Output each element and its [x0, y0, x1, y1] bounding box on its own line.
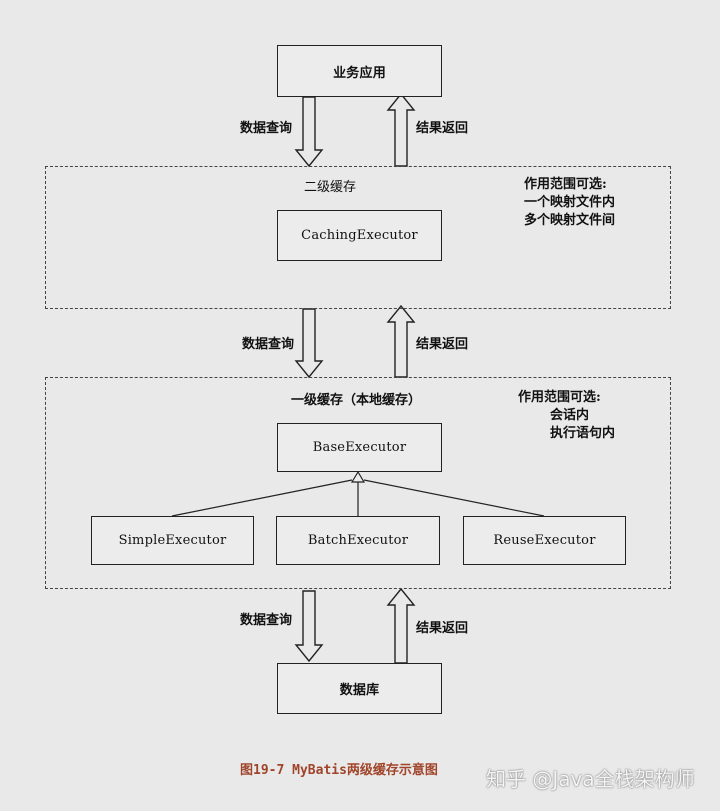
- query-arrow-3: [294, 590, 324, 663]
- first-level-cache-region: [45, 377, 671, 589]
- second-level-scope-note: 作用范围可选: 一个映射文件内 多个映射文件间: [524, 176, 615, 230]
- query-arrow-1: [294, 96, 324, 168]
- inheritance-lines: [171, 479, 545, 517]
- return-label-1: 结果返回: [416, 121, 469, 136]
- base-executor-node: BaseExecutor: [277, 423, 442, 472]
- watermark: 知乎 @Java全栈架构师: [486, 767, 695, 791]
- first-level-scope-note: 作用范围可选: 会话内 执行语句内: [518, 389, 615, 443]
- return-arrow-2: [386, 304, 416, 378]
- caching-executor-node: CachingExecutor: [277, 210, 442, 261]
- figure-caption: 图19-7 MyBatis两级缓存示意图: [240, 763, 438, 778]
- scope-note-line: 一个映射文件内: [524, 195, 616, 210]
- first-level-cache-title: 一级缓存（本地缓存）: [291, 393, 422, 408]
- return-arrow-1: [386, 92, 416, 167]
- batch-executor-node: BatchExecutor: [276, 516, 440, 565]
- database-node: 数据库: [277, 663, 442, 714]
- scope-note-line: 多个映射文件间: [524, 213, 616, 228]
- return-arrow-3: [386, 587, 416, 664]
- scope-note-title: 作用范围可选:: [518, 390, 601, 405]
- return-label-3: 结果返回: [416, 621, 469, 636]
- reuse-executor-node: ReuseExecutor: [463, 516, 626, 565]
- scope-note-line: 会话内: [550, 408, 590, 423]
- query-arrow-2: [294, 308, 324, 379]
- return-label-2: 结果返回: [416, 337, 469, 352]
- business-app-node: 业务应用: [277, 45, 442, 97]
- scope-note-title: 作用范围可选:: [524, 177, 607, 192]
- scope-note-line: 执行语句内: [550, 426, 616, 441]
- simple-executor-node: SimpleExecutor: [91, 516, 254, 565]
- query-label-3: 数据查询: [240, 613, 293, 628]
- second-level-cache-region: [45, 166, 671, 309]
- query-label-1: 数据查询: [240, 121, 293, 136]
- query-label-2: 数据查询: [242, 337, 295, 352]
- inheritance-arrowhead: [350, 470, 366, 483]
- second-level-cache-title: 二级缓存: [304, 180, 357, 195]
